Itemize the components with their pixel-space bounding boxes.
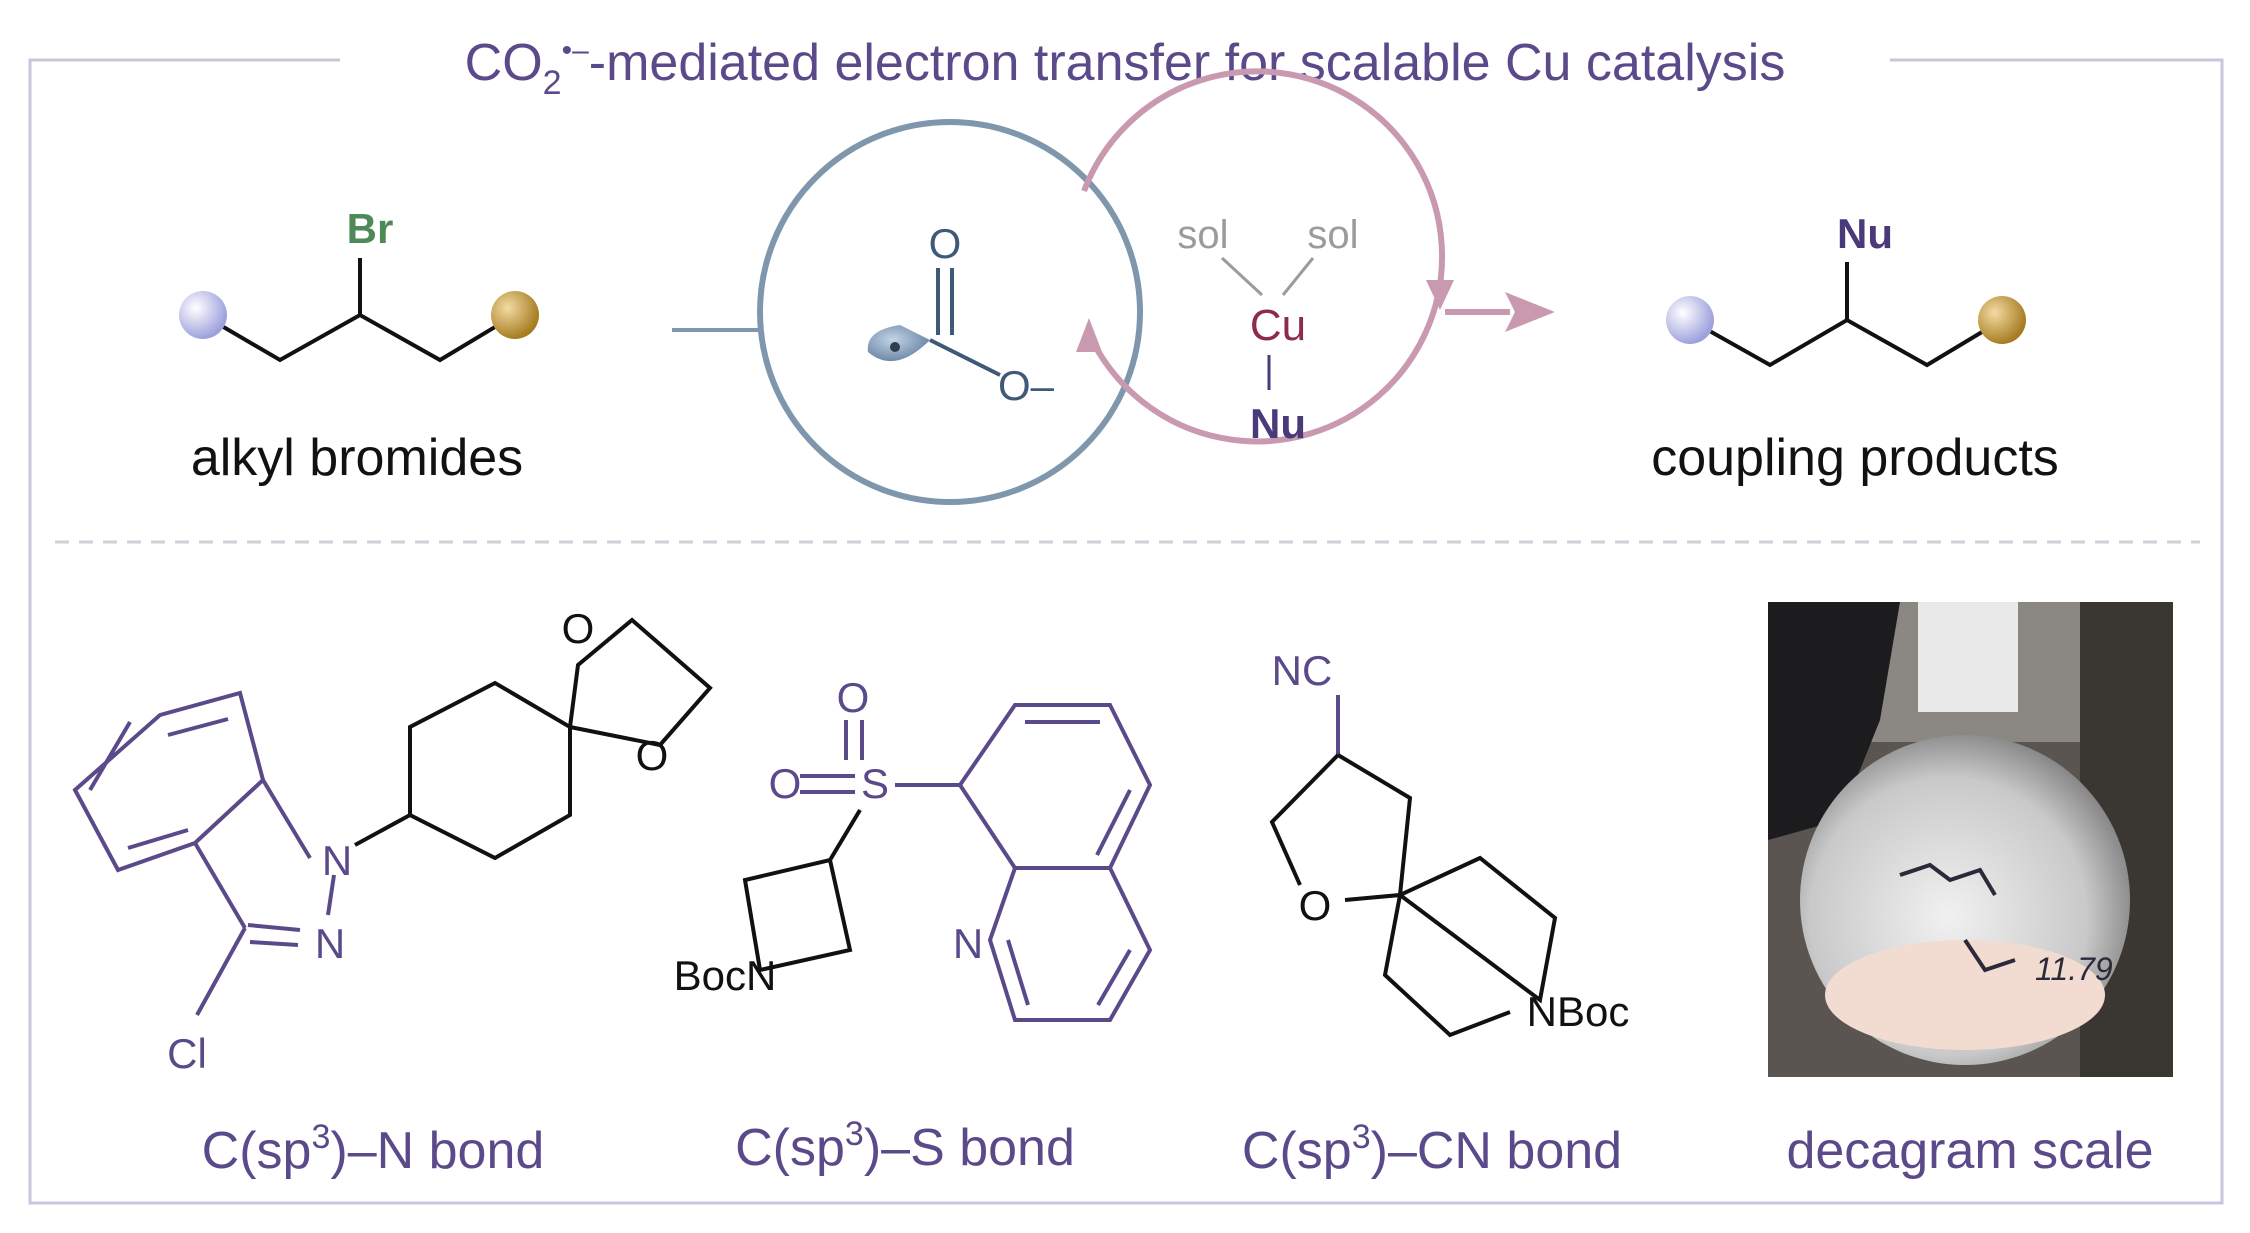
- example-cs-atoms: O O S N BocN: [674, 674, 984, 999]
- svg-text:N: N: [315, 920, 345, 967]
- svg-text:BocN: BocN: [674, 952, 777, 999]
- coupling-products-label: coupling products: [1651, 429, 2059, 487]
- example-cn-atoms: N N Cl O O: [167, 605, 668, 1077]
- bond-label-ccn: C(sp3)–CN bond: [1242, 1118, 1622, 1180]
- r2-sphere-icon: [1978, 296, 2026, 344]
- r1-sphere-icon: [1666, 296, 1714, 344]
- bond-label-cn: C(sp3)–N bond: [202, 1118, 545, 1180]
- svg-text:sol: sol: [1177, 213, 1228, 257]
- br-label: Br: [347, 205, 394, 252]
- catalytic-cycle-diagram: O O– sol sol Cu Nu: [672, 68, 1555, 505]
- svg-text:Cu: Cu: [1250, 301, 1306, 350]
- example-ccn-atoms: NC O NBoc: [1272, 647, 1630, 1035]
- svg-text:Cl: Cl: [167, 1030, 207, 1077]
- r1-sphere-icon: [179, 291, 227, 339]
- svg-text:S: S: [861, 760, 889, 807]
- alkyl-bromides-label: alkyl bromides: [191, 429, 523, 487]
- copper-complex: sol sol Cu Nu: [1177, 213, 1358, 447]
- svg-text:O: O: [562, 605, 595, 652]
- page-title: CO2•–-mediated electron transfer for sca…: [465, 34, 1786, 102]
- svg-text:NC: NC: [1272, 647, 1333, 694]
- svg-text:O: O: [1299, 882, 1332, 929]
- svg-text:O: O: [636, 732, 669, 779]
- example-cs-structure: [742, 703, 1153, 1022]
- decagram-flask-photo: 11.79: [1768, 602, 2173, 1077]
- bond-label-cs: C(sp3)–S bond: [735, 1115, 1075, 1177]
- coupling-product-structure: Nu: [1666, 210, 2026, 368]
- cycle-arrowhead-down: [1426, 280, 1454, 310]
- svg-text:sol: sol: [1307, 213, 1358, 257]
- svg-text:N: N: [953, 920, 983, 967]
- nu-label: Nu: [1837, 210, 1893, 257]
- svg-text:O: O: [837, 674, 870, 721]
- svg-text:N: N: [322, 837, 352, 884]
- svg-text:O: O: [769, 760, 802, 807]
- svg-text:Nu: Nu: [1250, 400, 1306, 447]
- example-cn-structure: [72, 617, 713, 1016]
- alkyl-bromide-structure: Br: [179, 205, 539, 363]
- r2-sphere-icon: [491, 291, 539, 339]
- example-ccn-structure: [1269, 695, 1558, 1038]
- cycle-arrowhead-up: [1076, 318, 1102, 352]
- decagram-scale-label: decagram scale: [1786, 1122, 2153, 1180]
- product-arrow-icon: [1505, 292, 1555, 332]
- svg-text:11.79: 11.79: [2035, 951, 2113, 987]
- co2-radical-cycle: [757, 119, 1143, 505]
- svg-text:O: O: [929, 220, 962, 267]
- svg-text:NBoc: NBoc: [1527, 988, 1630, 1035]
- copper-cycle: [1081, 68, 1446, 445]
- outer-frame: [28, 58, 2224, 1205]
- co2-radical-anion: O O–: [867, 220, 1055, 409]
- svg-text:O–: O–: [998, 362, 1055, 409]
